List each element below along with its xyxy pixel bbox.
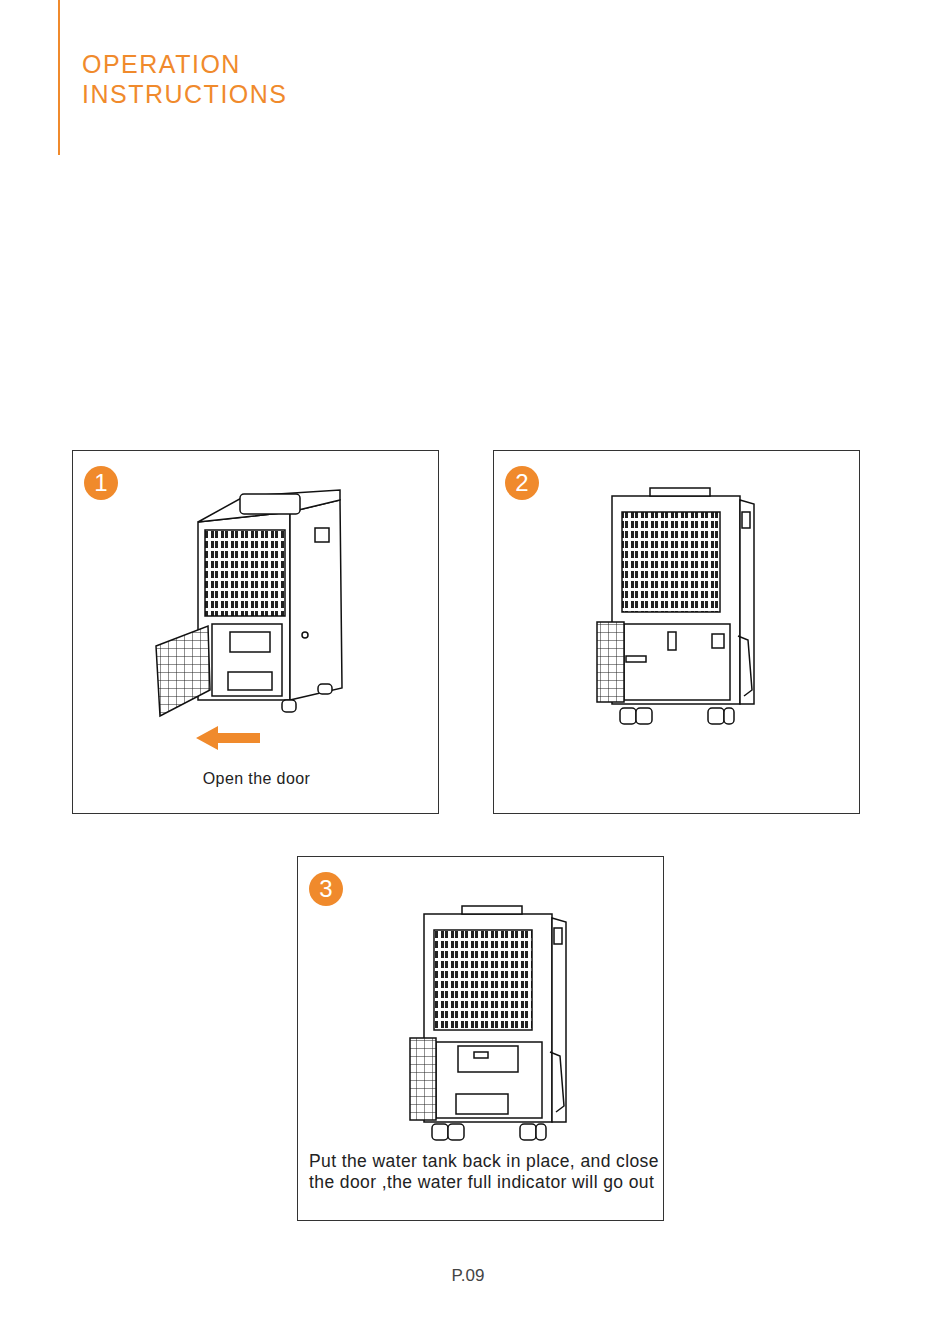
step-number-text: 2 — [515, 469, 528, 497]
direction-arrow — [196, 726, 260, 750]
step-number-text: 3 — [319, 875, 332, 903]
step-caption: Open the door — [73, 769, 440, 789]
page-title: OPERATION INSTRUCTIONS — [82, 49, 342, 109]
step-panel: Open the door 1 — [72, 450, 439, 814]
step-number: 3 — [309, 872, 343, 906]
step-number-text: 1 — [94, 469, 107, 497]
step-number: 2 — [505, 466, 539, 500]
step-number: 1 — [84, 466, 118, 500]
step-caption: Put the water tank back in place, and cl… — [309, 1151, 659, 1194]
step-panel: Put the water tank back in place, and cl… — [297, 856, 664, 1221]
page-number: P.09 — [418, 1266, 518, 1286]
dehumidifier-front — [597, 488, 754, 724]
step-panel: 2 — [493, 450, 860, 814]
dehumidifier-front — [410, 906, 566, 1140]
dehumidifier-open — [156, 490, 342, 716]
